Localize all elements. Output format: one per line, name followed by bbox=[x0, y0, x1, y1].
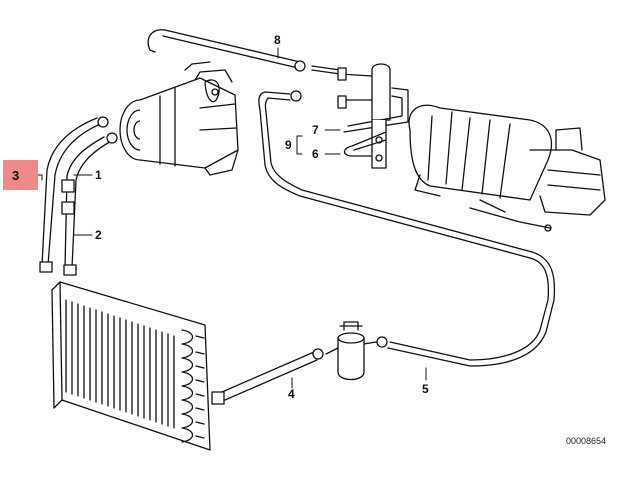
expansion-valve-drawing bbox=[337, 63, 409, 169]
callout-1: 1 bbox=[95, 168, 102, 182]
callout-2: 2 bbox=[95, 228, 102, 242]
diagram-reference-number: 00008654 bbox=[566, 436, 607, 446]
condenser-drawing bbox=[51, 281, 211, 451]
line-8-drawing bbox=[147, 29, 341, 75]
callout-9: 9 bbox=[285, 138, 292, 152]
callout-6: 6 bbox=[312, 147, 319, 161]
callout-leaders bbox=[29, 47, 427, 389]
callout-4: 4 bbox=[288, 387, 295, 401]
receiver-drier-drawing bbox=[337, 321, 377, 381]
highlighted-callout-box bbox=[3, 160, 38, 190]
line-4-drawing bbox=[211, 347, 339, 405]
callout-5: 5 bbox=[422, 382, 429, 396]
callout-7: 7 bbox=[312, 123, 319, 137]
evaporator-housing-drawing bbox=[408, 104, 606, 232]
callout-8: 8 bbox=[274, 33, 281, 47]
hose-1-2-drawing bbox=[39, 116, 118, 276]
compressor-drawing bbox=[119, 61, 239, 176]
callout-3-highlighted: 3 bbox=[12, 168, 20, 183]
line-5-drawing bbox=[258, 90, 556, 367]
